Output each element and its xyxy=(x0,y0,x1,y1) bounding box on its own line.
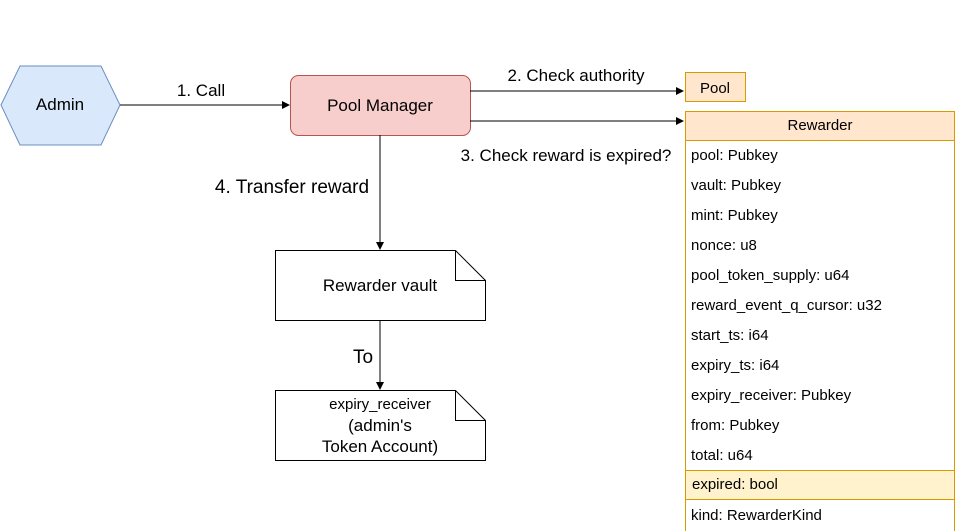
pool-manager-label: Pool Manager xyxy=(327,96,433,115)
edge-transfer-reward-label: 4. Transfer reward xyxy=(215,177,369,198)
rewarder-field-total: total: u64 xyxy=(691,447,753,464)
edge-check-expired-label: 3. Check reward is expired? xyxy=(461,146,672,165)
expiry-receiver-line1: expiry_receiver xyxy=(329,396,431,413)
rewarder-field-expired: expired: bool xyxy=(685,470,955,500)
rewarder-node[interactable] xyxy=(685,111,955,531)
rewarder-field-pool-token-supply: pool_token_supply: u64 xyxy=(691,267,850,284)
rewarder-field-start-ts: start_ts: i64 xyxy=(691,327,769,344)
edge-check-authority-label: 2. Check authority xyxy=(507,66,645,85)
rewarder-vault-label: Rewarder vault xyxy=(323,276,438,295)
expiry-receiver-line2: (admin's xyxy=(348,416,412,435)
expiry-receiver-line3: Token Account) xyxy=(322,437,438,456)
rewarder-field-from: from: Pubkey xyxy=(691,417,780,434)
rewarder-title: Rewarder xyxy=(685,111,955,141)
edge-transfer-reward: 4. Transfer reward xyxy=(215,135,384,250)
rewarder-field-expiry-receiver: expiry_receiver: Pubkey xyxy=(691,387,852,404)
admin-node[interactable]: Admin xyxy=(0,65,121,146)
rewarder-field-reward-event-q-cursor: reward_event_q_cursor: u32 xyxy=(691,297,882,314)
rewarder-field-expiry-ts: expiry_ts: i64 xyxy=(691,357,780,374)
rewarder-field-pool: pool: Pubkey xyxy=(691,147,778,164)
rewarder-field-kind: kind: RewarderKind xyxy=(691,507,822,524)
edge-check-authority: 2. Check authority xyxy=(470,66,684,95)
expiry-receiver-node[interactable]: expiry_receiver (admin's Token Account) xyxy=(275,390,486,461)
edge-to-label: To xyxy=(353,347,373,368)
edge-to: To xyxy=(353,320,384,390)
rewarder-field-nonce: nonce: u8 xyxy=(691,237,757,254)
rewarder-field-vault: vault: Pubkey xyxy=(691,177,782,194)
pool-node[interactable]: Pool xyxy=(685,72,746,102)
pool-label: Pool xyxy=(700,80,730,97)
rewarder-vault-node[interactable]: Rewarder vault xyxy=(275,250,486,321)
edge-check-expired: 3. Check reward is expired? xyxy=(461,117,684,165)
edge-call: 1. Call xyxy=(120,81,290,109)
edge-call-label: 1. Call xyxy=(177,81,225,100)
rewarder-field-mint: mint: Pubkey xyxy=(691,207,778,224)
admin-label: Admin xyxy=(36,95,84,114)
pool-manager-node[interactable]: Pool Manager xyxy=(290,75,471,136)
